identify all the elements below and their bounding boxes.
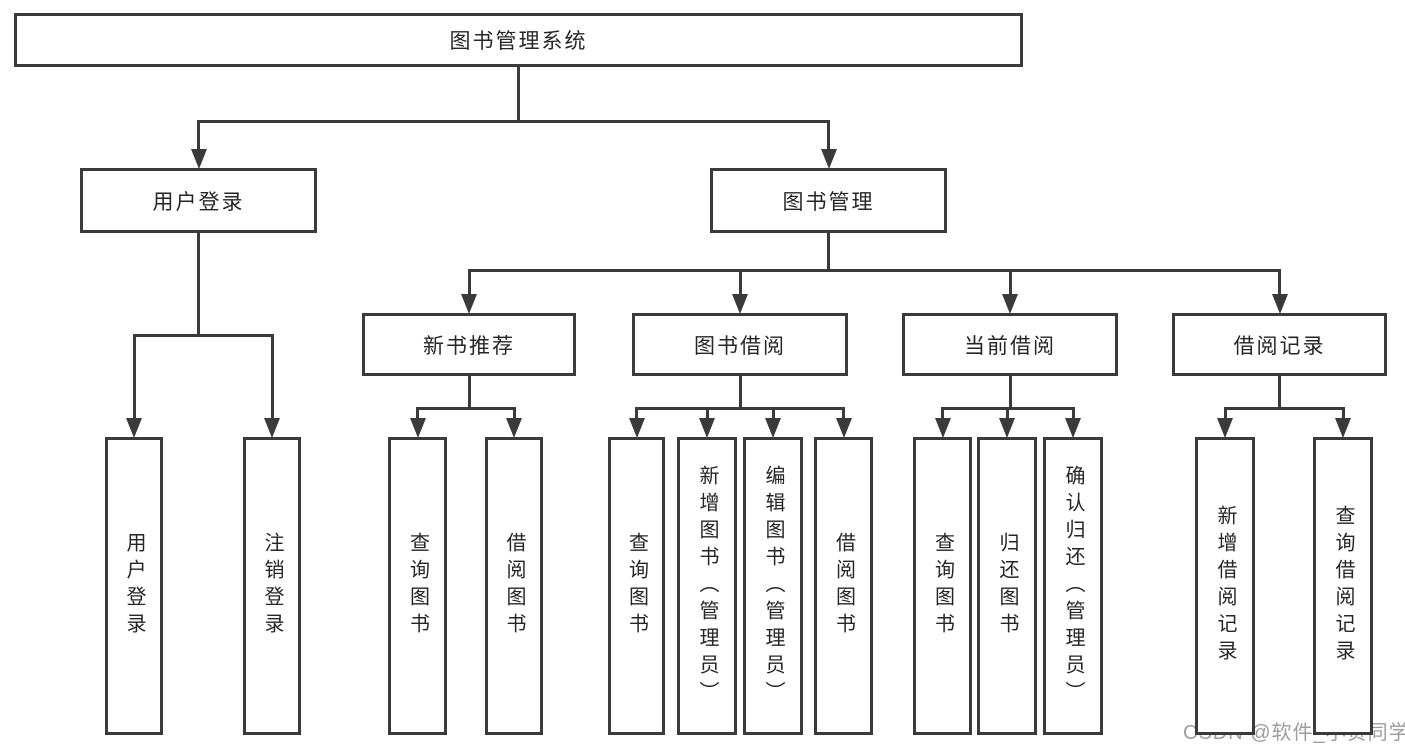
node-label: 查询图书 [931, 532, 954, 640]
node-bb-edit-book: 编辑图书（管理员） [743, 437, 803, 735]
connector-arrowhead-down [461, 294, 477, 314]
node-label: 借阅图书 [503, 532, 525, 640]
node-label: 查询图书 [406, 532, 429, 640]
connector-line-vertical [1278, 269, 1281, 295]
connector-line-vertical [1071, 407, 1075, 419]
node-label: 借阅图书 [832, 532, 855, 640]
connector-line-vertical [827, 120, 830, 150]
connector-line-vertical [842, 407, 845, 419]
node-label: 图书管理系统 [449, 30, 588, 53]
connector-arrowhead-down [999, 418, 1015, 438]
connector-arrowhead-down [1002, 294, 1018, 314]
node-user-login: 用户登录 [80, 168, 317, 233]
connector-arrowhead-down [190, 149, 207, 169]
connector-line-vertical [197, 233, 200, 337]
connector-line-vertical [1223, 407, 1227, 419]
connector-arrowhead-down [1271, 294, 1288, 314]
connector-arrowhead-down [732, 294, 748, 314]
node-rec-borrow-book: 借阅图书 [485, 437, 543, 735]
connector-line-vertical [132, 334, 136, 419]
connector-arrowhead-down [835, 418, 852, 438]
node-label: 图书借阅 [694, 334, 786, 358]
connector-line-vertical [738, 269, 742, 295]
node-label: 新书推荐 [423, 334, 515, 358]
node-borrow-records: 借阅记录 [1172, 313, 1387, 376]
connector-arrowhead-down [1065, 418, 1081, 438]
connector-arrowhead-down [1217, 418, 1233, 438]
connector-line-horizontal [132, 334, 274, 337]
connector-line-vertical [771, 407, 775, 419]
connector-line-horizontal [467, 269, 1281, 272]
node-cb-return-book: 归还图书 [977, 437, 1037, 735]
node-label: 注销登录 [261, 532, 283, 640]
connector-line-vertical [517, 67, 520, 123]
node-label: 归还图书 [996, 532, 1018, 640]
connector-arrowhead-down [765, 418, 781, 438]
connector-line-vertical [941, 407, 944, 419]
node-label: 新增借阅记录 [1214, 505, 1236, 667]
connector-arrowhead-down [1335, 418, 1351, 438]
connector-line-horizontal [416, 407, 516, 410]
connector-line-vertical [1005, 407, 1009, 419]
node-label: 查询图书 [625, 532, 648, 640]
connector-line-vertical [512, 407, 516, 419]
connector-arrowhead-down [934, 418, 951, 438]
connector-line-vertical [197, 120, 200, 150]
node-label: 新增图书（管理员） [696, 464, 718, 708]
node-label: 查询借阅记录 [1332, 505, 1354, 667]
node-current-borrow: 当前借阅 [902, 313, 1118, 376]
node-label: 图书管理 [782, 190, 875, 214]
node-bb-query-book: 查询图书 [608, 437, 665, 735]
connector-arrowhead-down [126, 418, 142, 438]
node-logout-leaf: 注销登录 [243, 437, 301, 735]
connector-line-vertical [270, 334, 274, 419]
node-book-mgmt: 图书管理 [710, 168, 947, 233]
node-br-query-record: 查询借阅记录 [1313, 437, 1373, 735]
connector-arrowhead-down [820, 149, 837, 169]
node-label: 用户登录 [152, 190, 245, 214]
connector-arrowhead-down [264, 418, 280, 438]
node-cb-confirm-return: 确认归还（管理员） [1043, 437, 1103, 735]
connector-line-vertical [635, 407, 638, 419]
node-new-book-rec: 新书推荐 [362, 313, 576, 376]
connector-arrowhead-down [409, 418, 426, 438]
node-bb-add-book: 新增图书（管理员） [677, 437, 737, 735]
node-bb-borrow-book: 借阅图书 [814, 437, 873, 735]
connector-line-vertical [705, 407, 709, 419]
connector-line-vertical [1008, 376, 1012, 410]
node-login-leaf: 用户登录 [105, 437, 163, 735]
connector-line-vertical [1278, 376, 1281, 410]
node-label: 编辑图书（管理员） [762, 464, 784, 708]
node-label: 当前借阅 [964, 334, 1056, 358]
node-label: 用户登录 [123, 532, 145, 640]
connector-line-vertical [467, 269, 471, 295]
node-root: 图书管理系统 [14, 13, 1023, 67]
connector-line-horizontal [197, 120, 830, 123]
node-label: 确认归还（管理员） [1062, 464, 1084, 708]
connector-line-vertical [1341, 407, 1345, 419]
connector-arrowhead-down [506, 418, 522, 438]
node-label: 借阅记录 [1233, 334, 1326, 358]
node-rec-query-book: 查询图书 [388, 437, 447, 735]
node-cb-query-book: 查询图书 [913, 437, 972, 735]
connector-arrowhead-down [628, 418, 645, 438]
connector-arrowhead-down [699, 418, 715, 438]
connector-line-vertical [738, 376, 742, 410]
node-book-borrow: 图书借阅 [632, 313, 848, 376]
connector-line-vertical [467, 376, 471, 410]
connector-line-vertical [1008, 269, 1012, 295]
node-br-add-record: 新增借阅记录 [1195, 437, 1255, 735]
connector-line-horizontal [1223, 407, 1345, 410]
connector-line-horizontal [635, 407, 845, 410]
connector-line-vertical [827, 233, 830, 272]
connector-line-vertical [416, 407, 419, 419]
